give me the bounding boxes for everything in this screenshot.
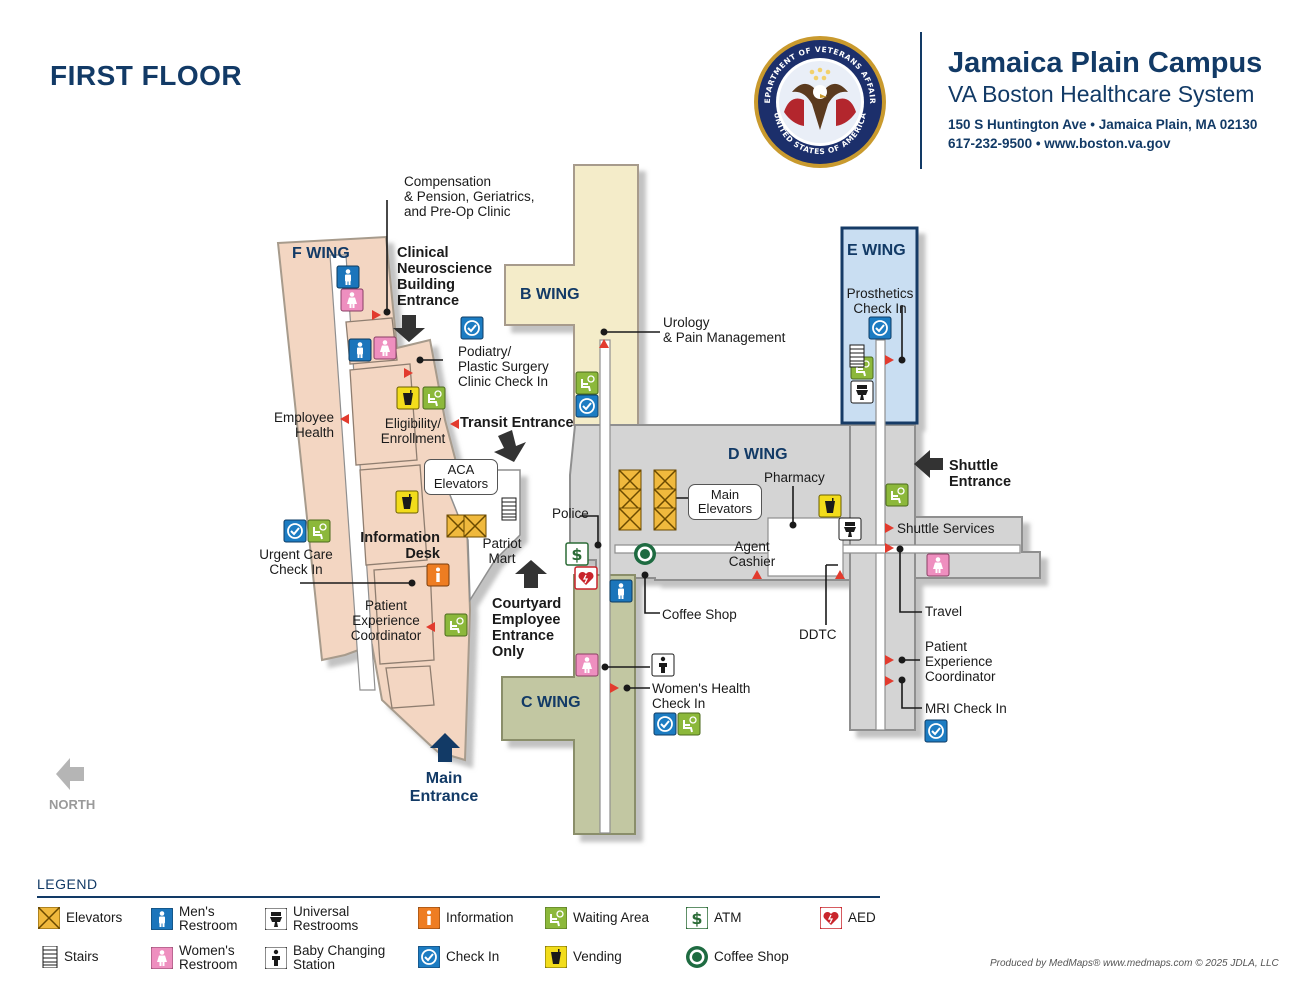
womens-restroom-icon (151, 947, 173, 969)
label-police: Police (552, 506, 589, 521)
legend-label: Information (446, 910, 514, 925)
legend-title: LEGEND (37, 876, 98, 892)
label-aca-elevators: ACA Elevators (424, 459, 498, 495)
legend-label: Vending (573, 949, 622, 964)
floor-title: FIRST FLOOR (50, 60, 243, 91)
va-seal-logo: DEPARTMENT OF VETERANS AFFAIRS UNITED ST… (752, 34, 886, 168)
waiting-area-icon (545, 907, 567, 929)
legend-item-elevators: Elevators (38, 907, 122, 929)
wing-label-d: D WING (728, 446, 788, 463)
legend-item-baby-changing: Baby Changing Station (265, 944, 385, 972)
label-compensation-pension: Compensation & Pension, Geriatrics, and … (404, 174, 535, 219)
legend-item-universal-restrooms: Universal Restrooms (265, 905, 358, 933)
legend-label: Stairs (64, 949, 99, 964)
legend-label: ATM (714, 910, 742, 925)
entrance-main: Main Entrance (409, 770, 479, 805)
legend-item-coffee-shop: Coffee Shop (686, 946, 789, 968)
stairs-icon (42, 946, 58, 968)
label-patient-experience-right: Patient Experience Coordinator (925, 639, 996, 684)
campus-name: Jamaica Plain Campus (948, 47, 1263, 79)
entrance-courtyard-employee: Courtyard Employee Entrance Only (492, 596, 562, 660)
label-travel: Travel (925, 604, 963, 619)
credit-line: Produced by MedMaps® www.medmaps.com © 2… (990, 958, 1279, 969)
label-ddtc: DDTC (799, 627, 837, 642)
legend-item-womens-restroom: Women's Restroom (151, 944, 238, 972)
label-patriot-mart: Patriot Mart (482, 536, 522, 566)
label-main-elevators: Main Elevators (688, 484, 762, 520)
information-icon (418, 907, 440, 929)
legend-item-stairs: Stairs (42, 946, 99, 968)
legend-label: Elevators (66, 910, 123, 925)
label-prosthetics: Prosthetics Check In (846, 286, 914, 316)
legend-divider (37, 896, 880, 898)
universal-restroom-icon (265, 908, 287, 930)
label-patient-experience-left: Patient Experience Coordinator (350, 598, 422, 643)
entrance-shuttle: Shuttle Entrance (949, 458, 1012, 490)
label-urology: Urology & Pain Management (663, 315, 786, 345)
coffee-shop-icon (686, 946, 708, 968)
legend-item-mens-restroom: Men's Restroom (151, 905, 238, 933)
entrance-transit: Transit Entrance (460, 415, 574, 431)
north-label: NORTH (49, 797, 96, 812)
label-coffee-shop: Coffee Shop (662, 607, 737, 622)
baby-changing-icon (265, 947, 287, 969)
label-pharmacy: Pharmacy (764, 470, 825, 485)
legend-label: AED (848, 910, 876, 925)
legend-item-check-in: Check In (418, 946, 499, 968)
legend-label: Waiting Area (573, 910, 650, 925)
label-shuttle-services: Shuttle Services (897, 521, 995, 536)
wing-label-e: E WING (847, 242, 906, 259)
aed-icon (820, 907, 842, 929)
check-in-icon (418, 946, 440, 968)
label-eligibility-enrollment: Eligibility/ Enrollment (380, 416, 446, 446)
legend-label: Universal Restrooms (293, 904, 359, 933)
legend-label: Women's Restroom (179, 943, 238, 972)
label-employee-health: Employee Health (273, 410, 334, 440)
legend-label: Men's Restroom (179, 904, 238, 933)
system-name: VA Boston Healthcare System (948, 81, 1255, 107)
wing-label-b: B WING (520, 286, 580, 303)
atm-icon (686, 907, 708, 929)
campus-phone-website: 617-232-9500 • www.boston.va.gov (948, 136, 1171, 151)
header-divider (920, 32, 922, 169)
legend-label: Check In (446, 949, 500, 964)
legend-item-atm: ATM (686, 907, 742, 929)
wing-label-c: C WING (521, 694, 581, 711)
label-agent-cashier: Agent Cashier (728, 539, 776, 569)
elevator-icon (38, 907, 60, 929)
legend-item-vending: Vending (545, 946, 622, 968)
legend-label: Coffee Shop (714, 949, 789, 964)
label-womens-health: Women's Health Check In (652, 681, 751, 711)
legend-item-waiting-area: Waiting Area (545, 907, 649, 929)
legend-item-information: Information (418, 907, 514, 929)
label-podiatry: Podiatry/ Plastic Surgery Clinic Check I… (458, 344, 549, 389)
mens-restroom-icon (151, 908, 173, 930)
legend-label: Baby Changing Station (293, 943, 386, 972)
label-mri-check-in: MRI Check In (925, 701, 1007, 716)
legend-item-aed: AED (820, 907, 876, 929)
label-urgent-care: Urgent Care Check In (259, 547, 333, 577)
campus-address: 150 S Huntington Ave • Jamaica Plain, MA… (948, 117, 1258, 132)
vending-icon (545, 946, 567, 968)
label-information-desk: Information Desk (360, 530, 440, 562)
wing-label-f: F WING (292, 245, 350, 262)
entrance-clinical-neuroscience: Clinical Neuroscience Building Entrance (397, 245, 493, 309)
